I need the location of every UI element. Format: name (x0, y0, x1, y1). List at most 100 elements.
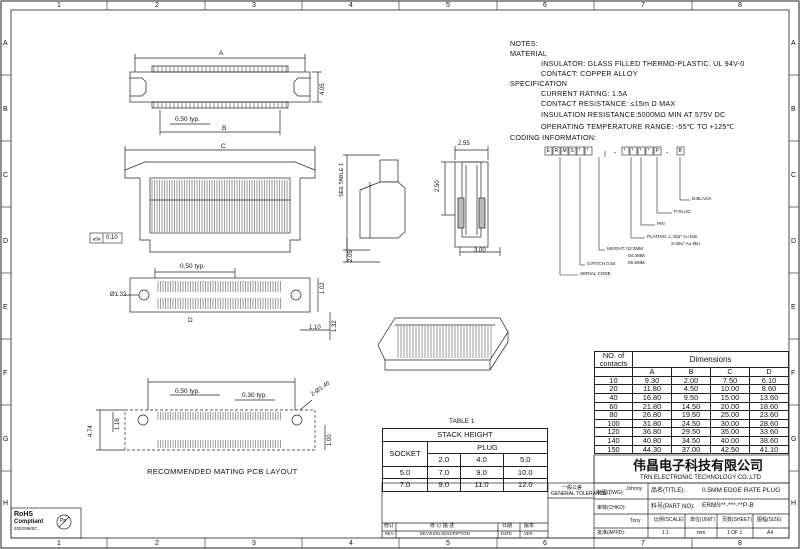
notes-material: MATERIAL (510, 49, 548, 58)
rev-desc-label-en: REVISION DESCRIPTION (420, 531, 470, 536)
stack-table-socket-value: 7.0 (382, 478, 428, 492)
code-box-char: * (578, 148, 581, 154)
rohs-title: RoHS (14, 511, 34, 518)
grid-row-e: E (3, 304, 8, 311)
dim-1-02: 1.02 (320, 282, 326, 294)
stack-table-plug: PLUG (427, 440, 548, 455)
dim-table-cell: 13.60 (749, 392, 789, 403)
stack-table-socket-value: 5.0 (382, 465, 428, 480)
code-box (637, 146, 646, 156)
grid-col-7-bottom: 7 (641, 540, 645, 547)
code-height-1: HEIGHT: 02:2MM (607, 246, 643, 251)
code-pin: PIN (657, 221, 665, 226)
stack-table-plug-col: 4.0 (459, 453, 504, 467)
dim-table-title: Dimensions (632, 350, 789, 369)
dim-pitch-pcb: 0.50 typ. (175, 388, 200, 395)
notes-temperature: OPERATING TEMPERATURE RANGE: -55℃ TO +12… (541, 122, 735, 131)
code-box-char: S (570, 148, 574, 154)
scale-value: 1:1 (662, 530, 669, 536)
dim-table-cell: 38.60 (749, 435, 789, 446)
rev-date-label: 日期 (502, 523, 513, 529)
dim-4-74: 4.74 (88, 425, 94, 437)
code-box-char: * (631, 148, 634, 154)
code-box (645, 146, 654, 156)
grid-row-g: G (3, 436, 9, 443)
rohs-compliant: Compliant (14, 519, 44, 525)
grid-col-8: 8 (738, 2, 742, 9)
notes-specification: SPECIFICATION (510, 79, 568, 88)
tolerance-cn: 一般公差 (562, 485, 583, 491)
code-box-char: E (546, 148, 550, 154)
grid-row-a: A (3, 40, 8, 47)
grid-col-5-bottom: 5 (446, 540, 450, 547)
grid-row-f: F (3, 370, 8, 377)
code-pitch: S:PITCH 0.50 (587, 261, 616, 266)
scale-label: 比例(SCALE) (654, 517, 684, 523)
part-number: ERMS**-***-**P-B (702, 502, 754, 509)
dim-table-contacts: 40 (594, 392, 633, 403)
dim-pitch-top: 0.50 typ. (175, 116, 200, 123)
product-name: 0.5MM EDGE RATE PLUG (702, 487, 781, 494)
code-box (653, 146, 662, 156)
dim-table-cell: 41.10 (749, 444, 789, 455)
dim-table-contacts: 150 (594, 444, 633, 455)
grid-row-b-right: B (791, 106, 796, 113)
dim-1-16: 1.16 (115, 418, 121, 430)
dim-table-header: C (710, 367, 750, 377)
dim-2-55: 2.55 (458, 141, 470, 147)
code-serial: SERIAL CODE (580, 271, 611, 276)
code-plug: P:PLUG (674, 209, 691, 214)
dim-table-contacts-label: contacts (594, 359, 633, 369)
code-box (629, 146, 638, 156)
code-box-char: * (639, 148, 642, 154)
product-label: 品名(TITLE): (651, 488, 685, 494)
top-view (129, 54, 322, 135)
dim-table-cell: 16.80 (632, 392, 672, 403)
code-box (584, 146, 593, 156)
notes-heading: NOTES: (510, 39, 538, 48)
dim-table-header: D (749, 367, 789, 377)
dim-1-32: 1.32 (332, 320, 338, 332)
dim-table-cell: 44.30 (632, 444, 672, 455)
dim-a-label: A (219, 50, 224, 57)
dim-4-05: 4.05 (320, 83, 326, 95)
grid-col-4: 4 (349, 2, 353, 9)
side-view (343, 154, 406, 263)
grid-col-2: 2 (155, 2, 159, 9)
rev-ver-label-en: VER (524, 531, 533, 536)
grid-row-d: D (3, 238, 9, 245)
grid-row-e-right: E (791, 304, 796, 311)
code-box (676, 146, 685, 156)
dim-table-cell: 37.00 (671, 444, 711, 455)
dim-table-contacts: 80 (594, 410, 633, 420)
rev-ver-label: 版本 (524, 523, 535, 529)
notes-insulator: INSULATOR: GLASS FILLED THERMO-PLASTIC. … (541, 59, 745, 68)
grid-row-b: B (3, 106, 8, 113)
grid-row-g-right: G (791, 436, 797, 443)
code-box (568, 146, 577, 156)
coding-diagram (559, 151, 690, 276)
dim-table-cell: 34.50 (671, 435, 711, 446)
stack-table-cell: 10.0 (502, 465, 548, 480)
company-name-cn: 伟昌电子科技有限公司 (633, 458, 764, 473)
dim-table-cell: 42.50 (710, 444, 750, 455)
code-box (552, 146, 561, 156)
dim-table-cell: 15.00 (710, 392, 750, 403)
dim-c-label: C (221, 143, 226, 150)
notes-contact: CONTACT: COPPER ALLOY (541, 69, 638, 78)
code-box (560, 146, 569, 156)
grid-col-1: 1 (57, 2, 61, 9)
code-box (576, 146, 585, 156)
grid-col-4-bottom: 4 (349, 540, 353, 547)
stack-table-head: STACK HEIGHT (382, 428, 548, 442)
part-label: 料号(PART NO): (651, 504, 695, 510)
dim-table-header: A (632, 367, 672, 377)
